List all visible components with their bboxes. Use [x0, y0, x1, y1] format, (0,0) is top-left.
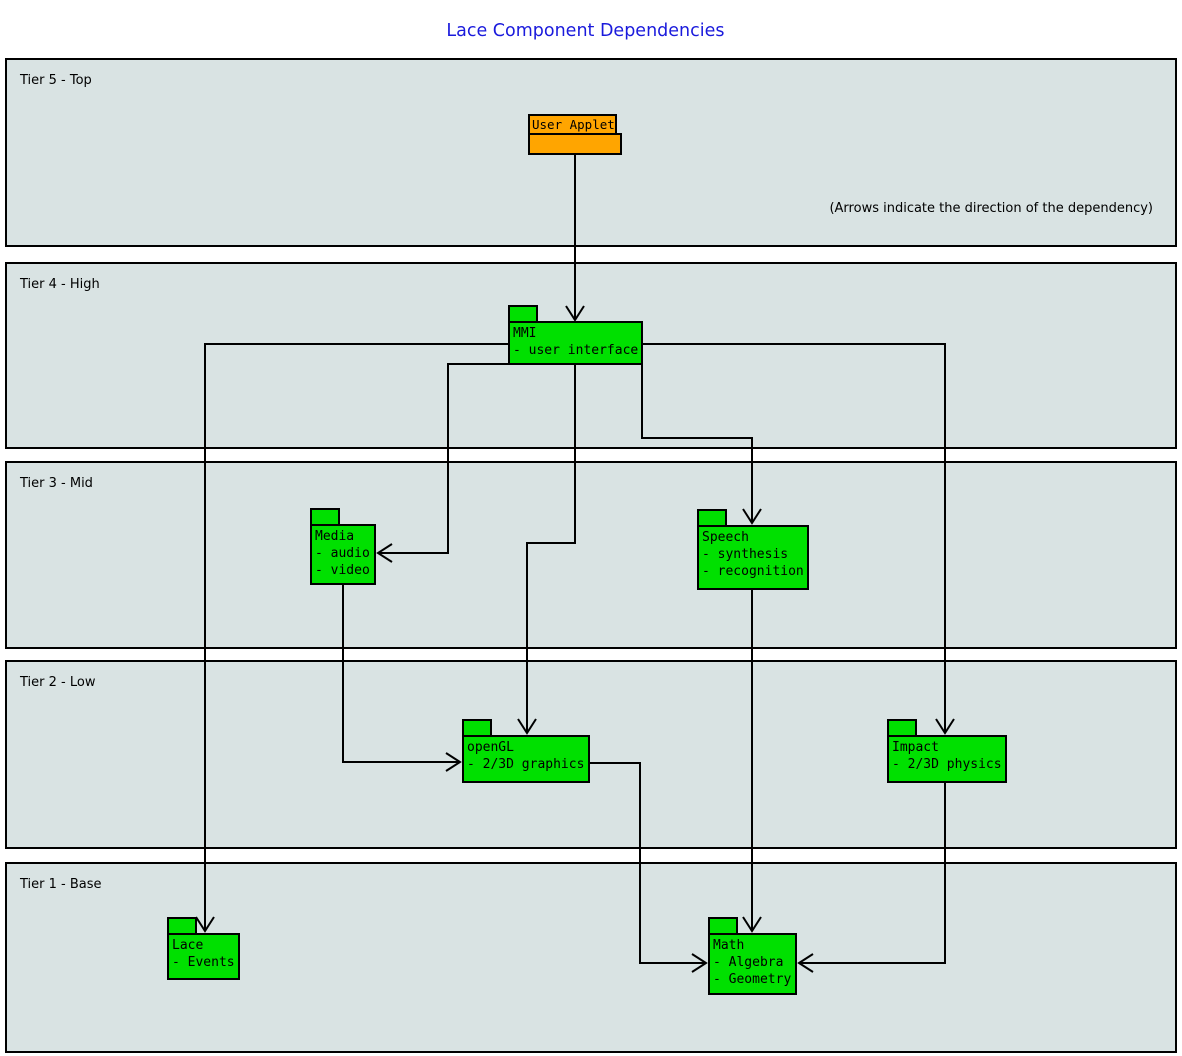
tier-4-label: Tier 4 - High — [20, 277, 100, 292]
component-name: MMI — [513, 326, 537, 341]
component-detail: - synthesis — [702, 547, 789, 562]
component-media: Media - audio - video — [310, 508, 376, 585]
package-body: Lace - Events — [167, 933, 240, 980]
diagram-title: Lace Component Dependencies — [446, 21, 725, 41]
dependency-direction-note: (Arrows indicate the direction of the de… — [829, 201, 1153, 216]
component-name: Media — [315, 529, 355, 544]
package-body: Speech - synthesis - recognition — [697, 525, 809, 590]
component-name: openGL — [467, 740, 514, 755]
component-detail: - 2/3D graphics — [467, 757, 585, 772]
component-detail: - recognition — [702, 564, 804, 579]
component-detail: - video — [315, 563, 370, 578]
component-detail: - Algebra — [713, 955, 784, 970]
component-name: Impact — [892, 740, 939, 755]
component-detail: - 2/3D physics — [892, 757, 1002, 772]
component-impact: Impact - 2/3D physics — [887, 719, 1007, 783]
package-body: Math - Algebra - Geometry — [708, 933, 797, 995]
package-body: openGL - 2/3D graphics — [462, 735, 590, 783]
tier-3-label: Tier 3 - Mid — [20, 476, 93, 491]
tier-2-label: Tier 2 - Low — [20, 675, 96, 690]
component-detail: - Events — [172, 955, 235, 970]
tier-5-label: Tier 5 - Top — [20, 73, 92, 88]
component-detail: - user interface — [513, 343, 639, 358]
component-math: Math - Algebra - Geometry — [708, 917, 797, 995]
component-detail: - audio — [315, 546, 370, 561]
component-speech: Speech - synthesis - recognition — [697, 509, 809, 590]
package-body: MMI - user interface — [508, 321, 643, 365]
component-mmi: MMI - user interface — [508, 305, 643, 365]
tier-3-band: Tier 3 - Mid — [5, 461, 1177, 649]
tier-1-label: Tier 1 - Base — [20, 877, 102, 892]
tier-4-band: Tier 4 - High — [5, 262, 1177, 449]
component-name: Speech — [702, 530, 749, 545]
component-lace: Lace - Events — [167, 917, 240, 980]
package-body: Media - audio - video — [310, 524, 376, 585]
component-user-applet: User Applet — [528, 114, 622, 155]
component-name: Math — [713, 938, 745, 953]
component-opengl: openGL - 2/3D graphics — [462, 719, 590, 783]
component-detail: - Geometry — [713, 972, 792, 987]
package-body — [528, 133, 622, 155]
package-body: Impact - 2/3D physics — [887, 735, 1007, 783]
package-tab: User Applet — [528, 114, 617, 135]
component-name: Lace — [172, 938, 204, 953]
